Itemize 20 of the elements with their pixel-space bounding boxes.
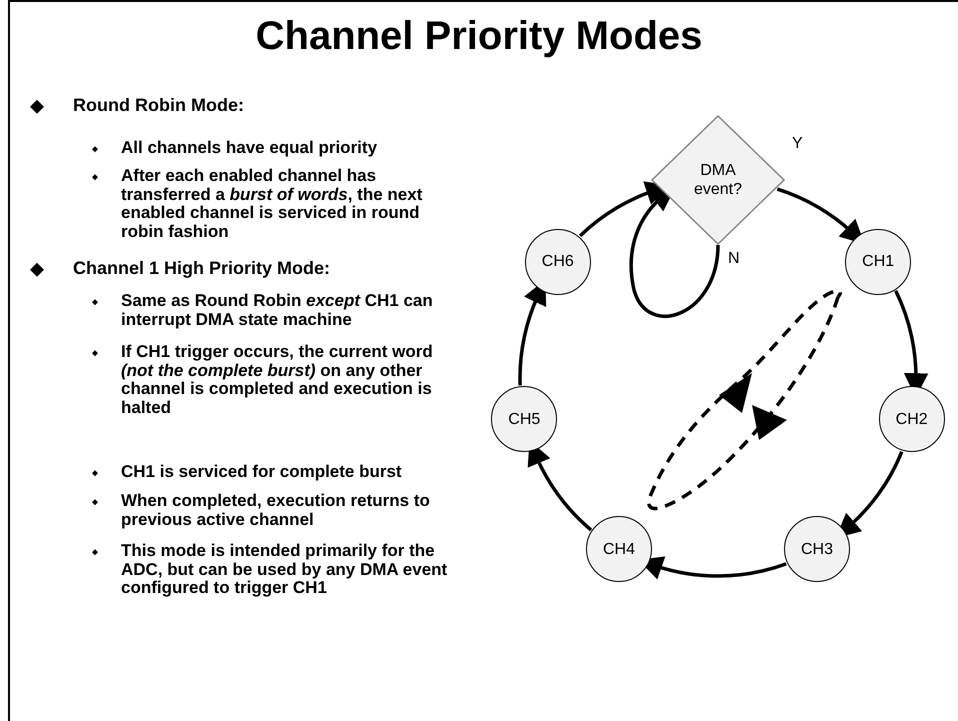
node-label: CH5 [507, 410, 542, 429]
section-heading: Round Robin Mode: [73, 96, 245, 116]
node-label: CH1 [861, 252, 896, 272]
decision-diamond [651, 115, 785, 245]
bullet-text: All channels have equal priority [121, 139, 378, 158]
bullet-text: This mode is intended primarily for the ADC, but can be used by any DMA event configured to trigger CH1 [121, 542, 448, 598]
slide-title: Channel Priority Modes [254, 14, 704, 59]
section-heading: Channel 1 High Priority Mode: [73, 259, 332, 279]
bullet-text: When completed, execution returns to previous active channel [121, 492, 431, 530]
bullet-text: Same as Round Robin except CH1 can interrupt DMA state machine [121, 292, 434, 330]
node-label: CH2 [894, 410, 929, 429]
bullet-text: If CH1 trigger occurs, the current word (not the complete burst) on any other channel is completed and execution is halted [121, 343, 434, 418]
node-label: CH6 [540, 252, 575, 272]
bullet-text: After each enabled channel has transferred a burst of words, the next enabled channel is serviced in round robin fashion [121, 167, 424, 242]
bullet-text: CH1 is serviced for complete burst [121, 463, 403, 482]
node-label: CH3 [800, 540, 834, 560]
state-circle [784, 516, 850, 582]
state-circle [845, 228, 912, 295]
node-label: DMA event? [692, 160, 744, 200]
node-label: CH4 [602, 540, 636, 560]
